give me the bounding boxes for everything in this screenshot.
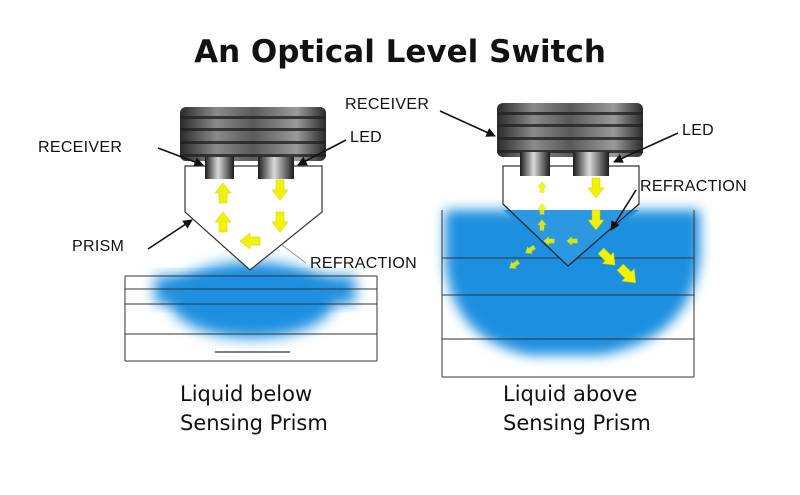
- left-sensor-cap: [180, 107, 326, 161]
- left-panel: RECEIVER LED PRISM REFRACTION Liquid bel…: [38, 107, 417, 435]
- right-panel: RECEIVER LED REFRACTION Liquid above Sen…: [345, 96, 747, 435]
- right-receiver-label: RECEIVER: [345, 96, 429, 113]
- left-tank: [124, 262, 378, 362]
- left-prism: [184, 165, 323, 271]
- left-led-label: LED: [350, 129, 382, 146]
- left-prism-label: PRISM: [72, 238, 124, 255]
- diagram-title: An Optical Level Switch: [194, 34, 606, 70]
- left-caption-line2: Sensing Prism: [180, 411, 328, 435]
- right-sensor-cap: [497, 103, 643, 157]
- left-caption-line1: Liquid below: [180, 382, 312, 406]
- left-liquid-surface: [155, 276, 355, 304]
- right-led-element: [573, 152, 609, 176]
- left-led-element: [258, 157, 294, 179]
- right-caption-line1: Liquid above: [503, 382, 637, 406]
- right-receiver-element: [520, 152, 550, 176]
- left-receiver-element: [205, 157, 234, 179]
- right-liquid: [445, 210, 700, 355]
- right-caption-line2: Sensing Prism: [503, 411, 651, 435]
- left-refraction-label: REFRACTION: [310, 255, 417, 272]
- right-led-label: LED: [682, 122, 714, 139]
- left-receiver-label: RECEIVER: [38, 139, 122, 156]
- right-refraction-label: REFRACTION: [640, 178, 747, 195]
